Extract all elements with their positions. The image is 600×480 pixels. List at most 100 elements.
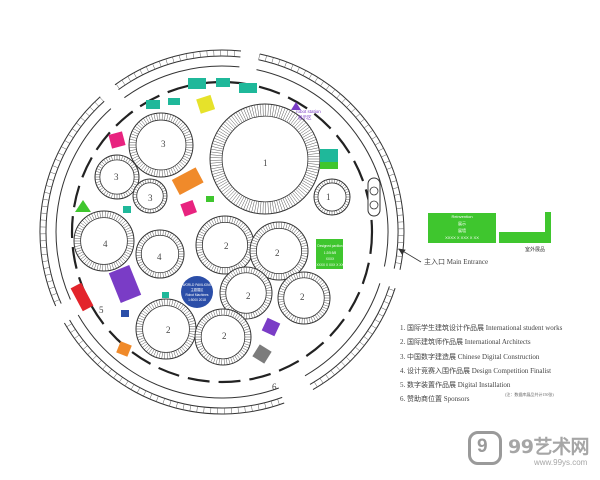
pod-tick — [241, 323, 248, 327]
pod-tick — [214, 175, 226, 181]
pod-tick — [210, 164, 223, 167]
pod-tick — [256, 265, 262, 270]
pod-tick — [210, 311, 214, 318]
pod-tick — [78, 224, 85, 229]
pod-tick — [181, 126, 188, 131]
pod-tick — [264, 281, 270, 285]
pod-tick — [298, 124, 309, 133]
outer-tick — [169, 400, 172, 407]
outer-tick — [308, 73, 313, 80]
pod-tick — [178, 248, 184, 250]
outer-tick — [130, 384, 135, 390]
pod-tick — [198, 323, 205, 327]
pod-tick — [148, 115, 152, 123]
pod-tick — [96, 168, 102, 171]
outer-tick — [43, 267, 50, 269]
pod-tick — [123, 192, 126, 198]
pod-tick — [301, 252, 308, 255]
pod-tick — [115, 261, 120, 268]
pod-tick — [230, 310, 233, 317]
pod-tick — [99, 163, 104, 167]
teal-booth-2 — [216, 78, 230, 87]
pod-tick — [172, 166, 177, 174]
pod-tick — [130, 133, 138, 137]
pod-tick — [120, 220, 126, 226]
outer-tick — [70, 329, 76, 333]
pod-tick — [220, 298, 227, 301]
pod-tick — [296, 122, 307, 131]
pod-tick — [195, 333, 202, 336]
pod-tick — [307, 150, 320, 153]
pod-tick — [168, 114, 172, 122]
pod-tick — [178, 255, 184, 258]
pod-tick — [280, 307, 287, 311]
pod-tick — [210, 166, 223, 170]
pod-tick — [323, 289, 329, 292]
pod-2 — [94, 154, 140, 200]
outer-tick — [257, 404, 260, 411]
reinvention-line-4: XXXX X XXX X XX — [445, 235, 479, 240]
pod-tick — [155, 300, 159, 307]
pod-tick — [181, 159, 188, 164]
green-booth-small — [206, 196, 214, 202]
pod-tick — [315, 188, 320, 191]
pod-inner-ring — [142, 305, 190, 353]
pod-tick — [176, 242, 182, 246]
outer-tick — [371, 325, 377, 329]
pod-tick — [239, 351, 245, 356]
pod-tick — [314, 191, 319, 193]
outer-tick — [45, 273, 52, 276]
outer-tick — [330, 370, 335, 376]
pod-tick — [147, 179, 149, 183]
pod-tick — [140, 119, 146, 126]
pod-tick — [144, 235, 149, 240]
pod-tick — [245, 107, 251, 119]
pod-1 — [128, 112, 194, 178]
pod-tick — [176, 164, 182, 171]
outer-ring-ticks — [39, 49, 405, 414]
outer-tick — [172, 56, 175, 63]
pod-tick — [162, 200, 167, 202]
pod-tick — [172, 116, 177, 124]
pod-tick — [91, 213, 95, 220]
pod-tick — [149, 232, 153, 238]
pod-tick — [282, 309, 288, 313]
pod-tick — [260, 228, 265, 234]
pod-tick — [299, 239, 306, 243]
pod-tick — [181, 346, 186, 352]
pod-tick — [243, 343, 250, 346]
pod-tick — [345, 191, 350, 193]
outer-tick — [380, 307, 387, 311]
pod-tick — [236, 314, 241, 320]
watermark-brand: 99艺术网 — [508, 436, 589, 458]
outer-tick — [44, 192, 51, 194]
pod-tick — [156, 207, 160, 211]
pod-tick — [140, 164, 146, 171]
entrance-arrowhead — [398, 248, 406, 255]
pod-tick — [178, 250, 184, 253]
pod-tick — [198, 347, 205, 351]
legend-note: (注：数据库展品共计150张) — [505, 392, 554, 397]
outer-tick — [127, 76, 132, 82]
pod-tick — [172, 236, 177, 241]
pod-tick — [126, 245, 134, 247]
pod-tick — [219, 216, 221, 223]
pod-tick — [336, 179, 338, 184]
pod-tick — [302, 131, 313, 138]
pod-tick — [301, 247, 308, 250]
outer-tick — [383, 301, 390, 304]
outer-tick — [165, 58, 168, 65]
outer-tick — [57, 152, 64, 156]
pod-tick — [146, 346, 151, 352]
pod-tick — [338, 180, 341, 185]
pod-tick — [142, 343, 148, 348]
outer-tick — [53, 299, 60, 303]
pod-tick — [186, 315, 193, 319]
pod-tick — [197, 236, 204, 239]
pod-9 — [277, 271, 331, 325]
outer-tick — [394, 193, 401, 196]
outer-tick — [363, 336, 369, 341]
pod-tick — [284, 280, 289, 285]
pod-tick — [216, 132, 228, 139]
reinvention-line-2: 展示 — [458, 221, 466, 226]
